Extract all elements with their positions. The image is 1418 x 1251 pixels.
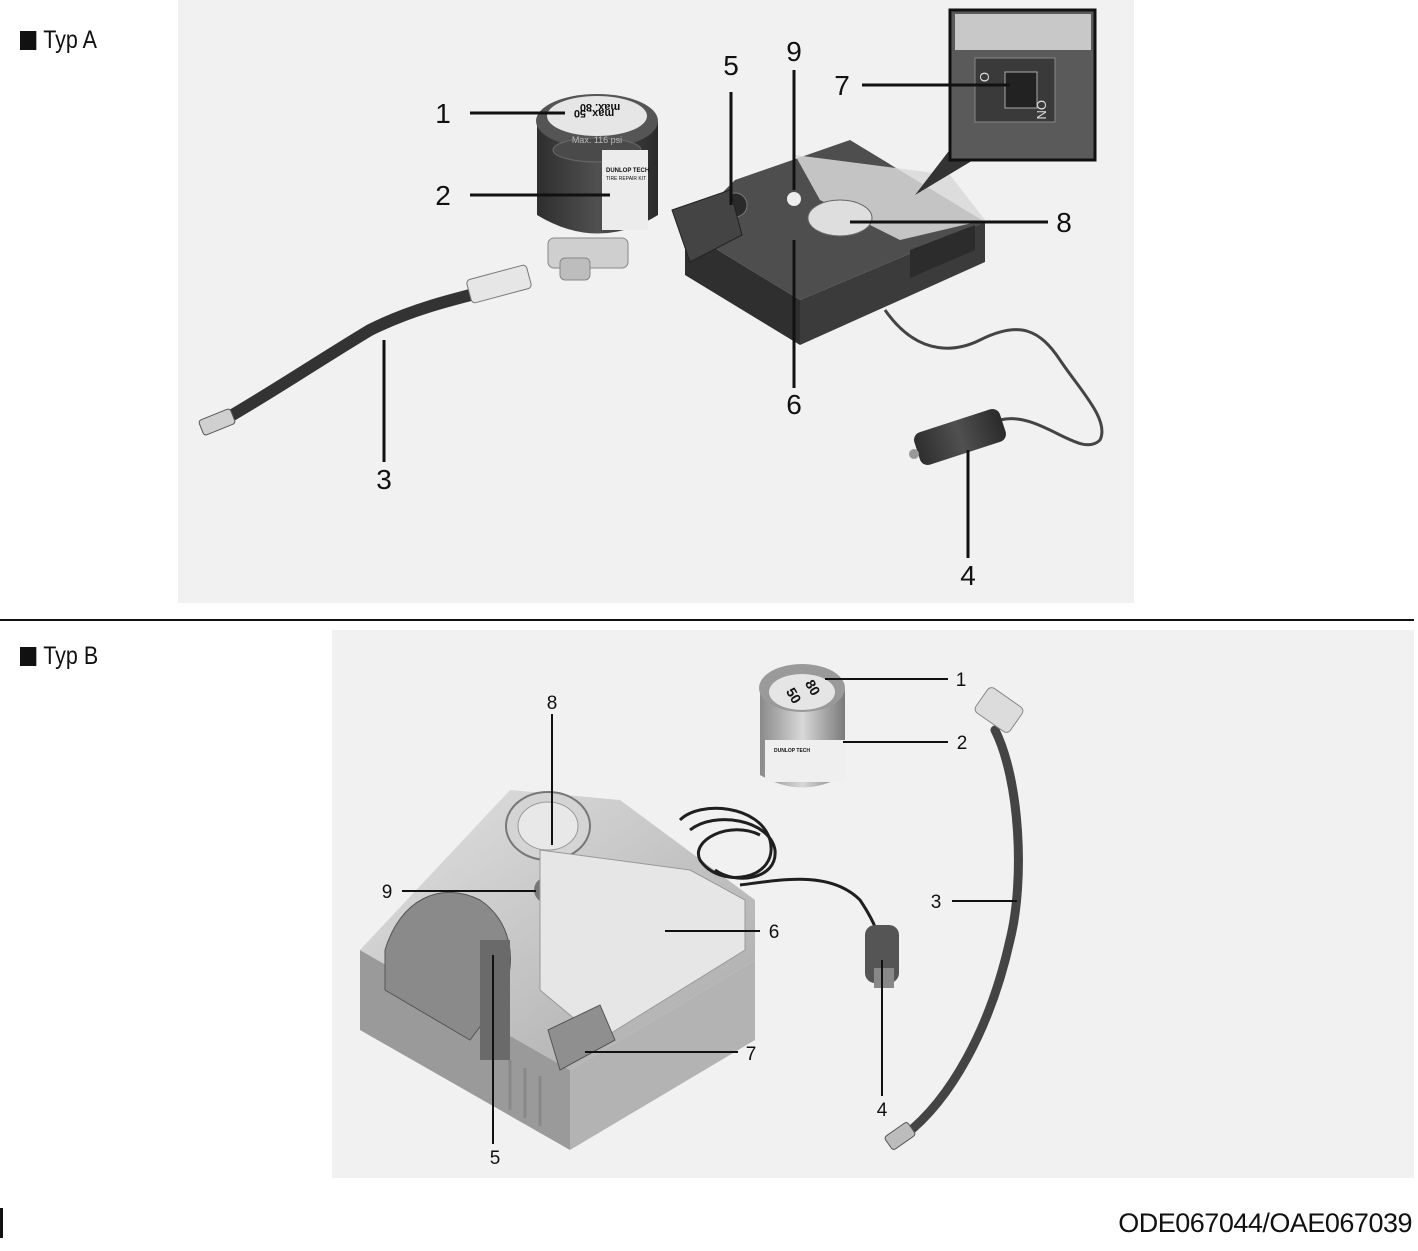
callout-a-4: 4 xyxy=(960,560,976,591)
compressor-b xyxy=(360,790,755,1150)
section-label-typ-a: Typ A xyxy=(20,26,97,55)
can-label-max80: max. 80 xyxy=(580,101,620,113)
leader-lines-a xyxy=(382,70,1048,558)
power-plug-b xyxy=(865,925,899,988)
callout-b-7: 7 xyxy=(746,1044,757,1065)
image-reference-code: ODE067044/OAE067039 xyxy=(1118,1208,1412,1238)
callout-a-8: 8 xyxy=(1056,207,1072,238)
can-label-max50: max. 50 xyxy=(574,107,614,119)
compressor-a xyxy=(671,140,1104,447)
bullet-square-icon xyxy=(20,31,37,50)
section-title: Typ A xyxy=(43,26,98,54)
section-label-typ-b: Typ B xyxy=(20,642,98,671)
callout-b-4: 4 xyxy=(877,1100,888,1121)
filler-hose-a xyxy=(198,264,532,436)
callout-b-3: 3 xyxy=(931,892,942,913)
callout-b-9: 9 xyxy=(382,882,393,903)
can-b-bottom: 50 xyxy=(783,685,805,707)
can-label-psi: Max. 116 psi xyxy=(572,135,622,145)
callout-b-6: 6 xyxy=(769,922,780,943)
callout-a-1: 1 xyxy=(435,98,451,129)
callout-a-9: 9 xyxy=(786,36,802,67)
filler-hose-b xyxy=(884,687,1024,1150)
can-label-brand: DUNLOP TECH xyxy=(606,168,649,174)
callout-b-5: 5 xyxy=(490,1148,501,1169)
leader-lines-b xyxy=(402,678,1017,1144)
callout-a-2: 2 xyxy=(435,180,451,211)
callout-a-3: 3 xyxy=(376,464,392,495)
callout-b-1: 1 xyxy=(956,670,967,691)
switch-label-on: ON xyxy=(1034,100,1049,120)
callout-a-7: 7 xyxy=(834,70,850,101)
callout-a-6: 6 xyxy=(786,389,802,420)
section-title: Typ B xyxy=(43,642,99,670)
sealant-bottle-a xyxy=(536,94,658,281)
bullet-square-icon xyxy=(20,647,37,666)
power-cable-b xyxy=(678,806,880,936)
switch-label-off: O xyxy=(977,72,992,82)
can-label-product: TIRE REPAIR KIT xyxy=(606,176,646,182)
switch-detail-a: ON O xyxy=(915,8,1097,195)
power-plug-a xyxy=(909,409,1006,465)
sealant-bottle-b xyxy=(759,664,845,788)
can-b-brand: DUNLOP TECH xyxy=(774,748,810,754)
callout-a-5: 5 xyxy=(723,50,739,81)
callout-b-8: 8 xyxy=(547,693,558,714)
can-b-top: 80 xyxy=(802,677,824,699)
section-divider xyxy=(0,619,1414,621)
callout-b-2: 2 xyxy=(957,733,968,754)
edge-mark xyxy=(0,1208,3,1238)
